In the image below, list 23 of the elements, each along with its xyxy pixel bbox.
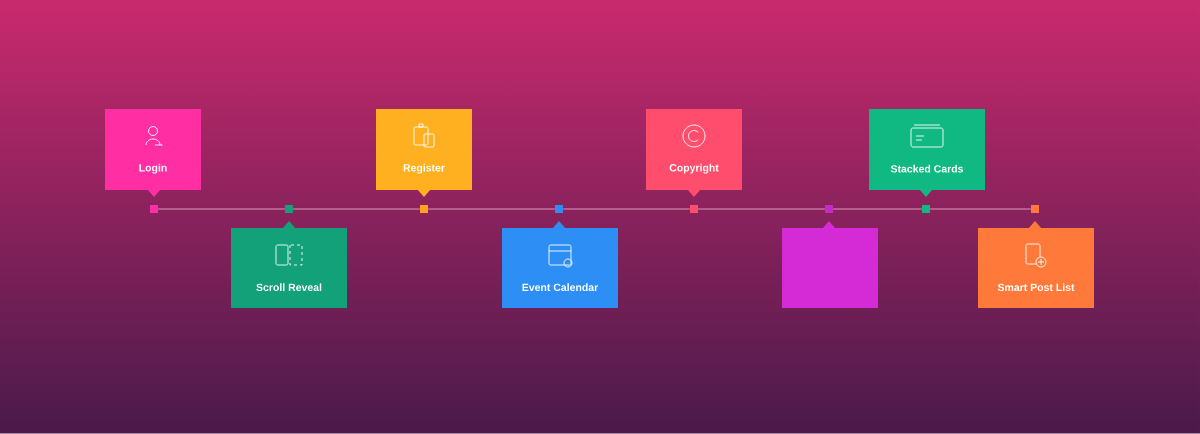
timeline-marker [285,205,293,213]
callout-card: Login [105,109,201,197]
timeline-line [832,208,923,210]
callout-card: Copyright [646,109,742,197]
callout-card: Smart Post List [978,221,1094,308]
timeline-line [697,208,826,210]
callout-card [782,221,878,308]
callout-card: Scroll Reveal [231,221,347,308]
timeline-line [427,208,556,210]
timeline-line [292,208,421,210]
callout-card: Event Calendar [502,221,618,308]
callout-card: Stacked Cards [869,109,985,197]
timeline-marker [555,205,563,213]
callout-card: Register [376,109,472,197]
timeline-line [929,208,1032,210]
timeline-marker [690,205,698,213]
timeline-marker [922,205,930,213]
timeline-marker [825,205,833,213]
timeline-line [157,208,286,210]
timeline-marker [420,205,428,213]
timeline-marker [150,205,158,213]
timeline-line [562,208,691,210]
timeline-marker [1031,205,1039,213]
